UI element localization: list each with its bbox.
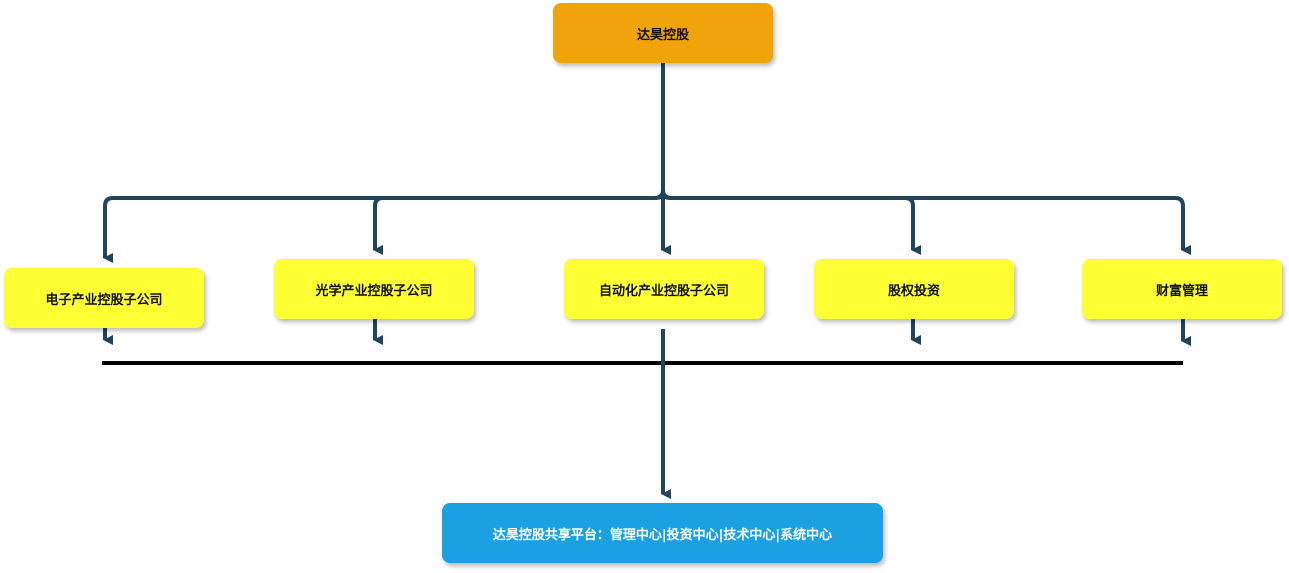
- child-node-label: 电子产业控股子公司: [45, 292, 163, 308]
- child-node-wealth-management: 财富管理: [1082, 259, 1282, 319]
- root-to-electronics-connector: [103, 63, 665, 263]
- child-node-label: 自动化产业控股子公司: [598, 283, 729, 299]
- child-node-label: 财富管理: [1155, 283, 1208, 299]
- child-node-label: 光学产业控股子公司: [315, 283, 433, 299]
- shared-platform-node: 达昊控股共享平台：管理中心|投资中心|技术中心|系统中心: [442, 503, 883, 563]
- root-to-wealth-connector: [661, 63, 1191, 255]
- root-node-holding: 达昊控股: [553, 3, 773, 63]
- child-node-label: 股权投资: [887, 283, 940, 299]
- child-node-automation: 自动化产业控股子公司: [564, 259, 764, 319]
- child-node-equity-investment: 股权投资: [814, 259, 1014, 319]
- root-to-equity-connector: [661, 63, 921, 255]
- shared-platform-label: 达昊控股共享平台：管理中心|投资中心|技术中心|系统中心: [492, 527, 833, 543]
- child-node-optics: 光学产业控股子公司: [274, 259, 474, 319]
- root-node-label: 达昊控股: [636, 27, 689, 43]
- child-node-electronics: 电子产业控股子公司: [4, 268, 204, 328]
- root-to-optics-connector: [373, 63, 665, 255]
